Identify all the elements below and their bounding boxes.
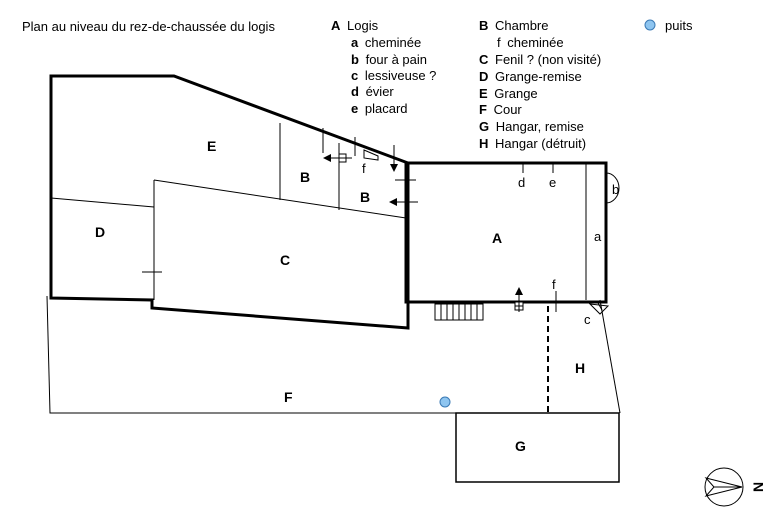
feature-label-a: a xyxy=(594,229,602,244)
room-label-G: G xyxy=(515,438,526,454)
compass-north-label: N xyxy=(750,482,766,492)
courtyard-right-edge xyxy=(599,299,621,414)
feature-label-f-logis: f xyxy=(552,277,556,292)
legend-item-c: c lessiveuse ? xyxy=(351,68,436,83)
arrow-up xyxy=(514,287,524,312)
feature-label-c: c xyxy=(584,312,591,327)
legend-item-D: D Grange-remise xyxy=(479,69,582,84)
room-label-H: H xyxy=(575,360,585,376)
legend-item-a: a cheminée xyxy=(351,35,421,50)
legend-key: A xyxy=(331,18,341,33)
legend-item-A: A Logis xyxy=(331,18,379,33)
legend-item-f: f cheminée xyxy=(497,35,564,50)
well-icon xyxy=(439,396,451,408)
legend-column-1: A Logis a cheminée b four à pain c lessi… xyxy=(331,18,436,116)
legend-item-E: E Grange xyxy=(479,86,538,101)
building-A-logis xyxy=(404,161,608,304)
room-label-B1: B xyxy=(300,169,310,185)
feature-label-f-room-b: f xyxy=(362,161,366,176)
stairs xyxy=(434,303,484,321)
legend-item-F: F Cour xyxy=(479,102,522,117)
legend-item-G: G Hangar, remise xyxy=(479,119,584,134)
room-label-B2: B xyxy=(360,189,370,205)
feature-label-e: e xyxy=(549,175,556,190)
arrow-down xyxy=(390,145,398,172)
compass-icon xyxy=(704,467,744,507)
fireplace-f-room-b xyxy=(363,149,379,161)
legend-item-e: e placard xyxy=(351,101,408,116)
legend-item-B: B Chambre xyxy=(479,18,548,33)
well-legend-icon xyxy=(644,19,656,31)
west-building-outline xyxy=(49,74,410,330)
wall-D-E xyxy=(50,197,155,208)
room-label-A: A xyxy=(492,230,502,246)
room-label-F: F xyxy=(284,389,293,405)
building-G xyxy=(455,412,620,483)
legend-item-C: C Fenil ? (non visité) xyxy=(479,52,601,67)
legend-text: Logis xyxy=(347,18,379,33)
courtyard-outline xyxy=(46,295,456,414)
lessiveuse-c-divider xyxy=(597,302,603,311)
arrow-left-2 xyxy=(389,198,418,206)
plan-title: Plan au niveau du rez-de-chaussée du log… xyxy=(22,19,275,34)
legend-column-2: B Chambre f cheminée C Fenil ? (non visi… xyxy=(479,18,601,151)
bread-oven-b xyxy=(605,172,620,204)
legend-item-H: H Hangar (détruit) xyxy=(479,136,586,151)
room-label-E: E xyxy=(207,138,216,154)
legend-item-b: b four à pain xyxy=(351,52,427,67)
legend-well-text: puits xyxy=(665,18,693,33)
feature-label-b: b xyxy=(612,182,619,197)
room-label-D: D xyxy=(95,224,105,240)
legend-well: puits xyxy=(644,18,693,33)
room-label-C: C xyxy=(280,252,290,268)
arrow-left-1 xyxy=(323,153,352,163)
legend-item-d: d évier xyxy=(351,84,394,99)
feature-label-d: d xyxy=(518,175,525,190)
